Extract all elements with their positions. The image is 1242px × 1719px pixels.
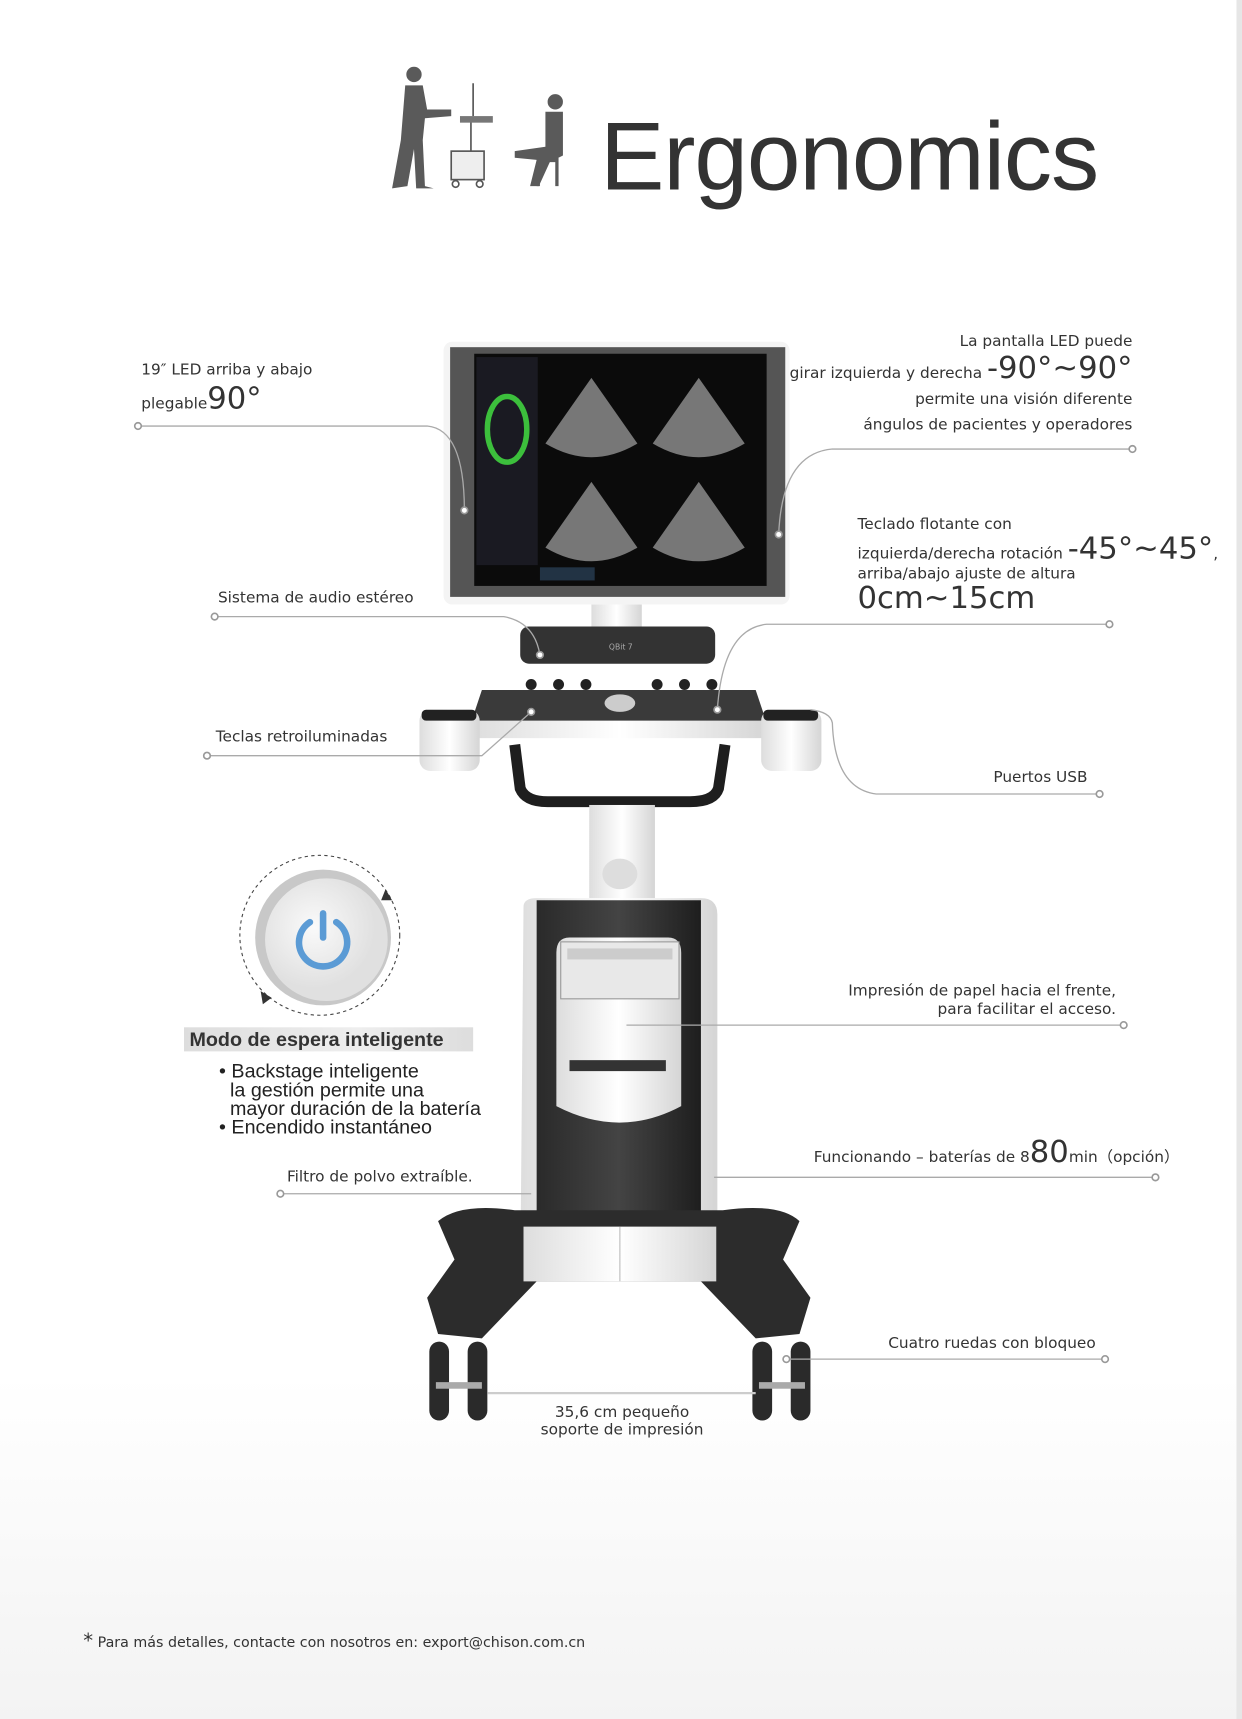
monitor-rotate-line4: ángulos de pacientes y operadores <box>863 416 1133 434</box>
page-edge <box>1236 0 1242 1719</box>
monitor-fold-label: 19″ LED arriba y abajo <box>141 361 313 379</box>
standby-heading: Modo de espera inteligente <box>183 1027 474 1052</box>
speaker-bar <box>520 626 716 664</box>
battery-label: Funcionando – baterías de 880min（opción） <box>813 1133 1180 1170</box>
printer-label: Impresión de papel hacia el frente, <box>848 982 1117 1000</box>
page-title: Ergonomics <box>600 101 1099 211</box>
standby-button <box>265 878 388 1002</box>
monitor-rotate-label: La pantalla LED puede <box>959 332 1133 351</box>
footer-contact: * Para más detalles, contacte con nosotr… <box>83 1629 586 1653</box>
monitor-rotate-value: girar izquierda y derecha -90°~90° <box>789 349 1133 386</box>
callout-endpoints <box>133 421 1160 1364</box>
monitor-rotate-line3: permite una visión diferente <box>915 390 1133 409</box>
monitor-fold-value: plegable90° <box>141 380 262 417</box>
power-icon <box>295 910 351 970</box>
printer-label-2: para facilitar el acceso. <box>937 1001 1117 1019</box>
wheels <box>429 1341 811 1421</box>
backlit-keys-label: Teclas retroiluminadas <box>215 728 388 746</box>
ergonomics-silhouette-icon <box>392 66 563 189</box>
keyboard-rotation: izquierda/derecha rotación -45°~45°, <box>857 530 1219 567</box>
dust-filter-label: Filtro de polvo extraíble. <box>286 1168 473 1187</box>
audio-label: Sistema de audio estéreo <box>217 589 414 607</box>
keyboard-label: Teclado flotante con <box>857 515 1012 534</box>
usb-label: Puertos USB <box>993 768 1088 787</box>
svg-text:QBit 7: QBit 7 <box>609 642 633 651</box>
callout-lines <box>137 425 1156 1395</box>
standby-bullets: • Backstage inteligente la gestión permi… <box>219 1060 481 1138</box>
keyboard-height-value: 0cm~15cm <box>857 579 1036 616</box>
keyboard-height-label: arriba/abajo ajuste de altura <box>857 565 1076 583</box>
wheels-label: Cuatro ruedas con bloqueo <box>888 1335 1096 1353</box>
rotation-ring <box>239 854 401 1016</box>
